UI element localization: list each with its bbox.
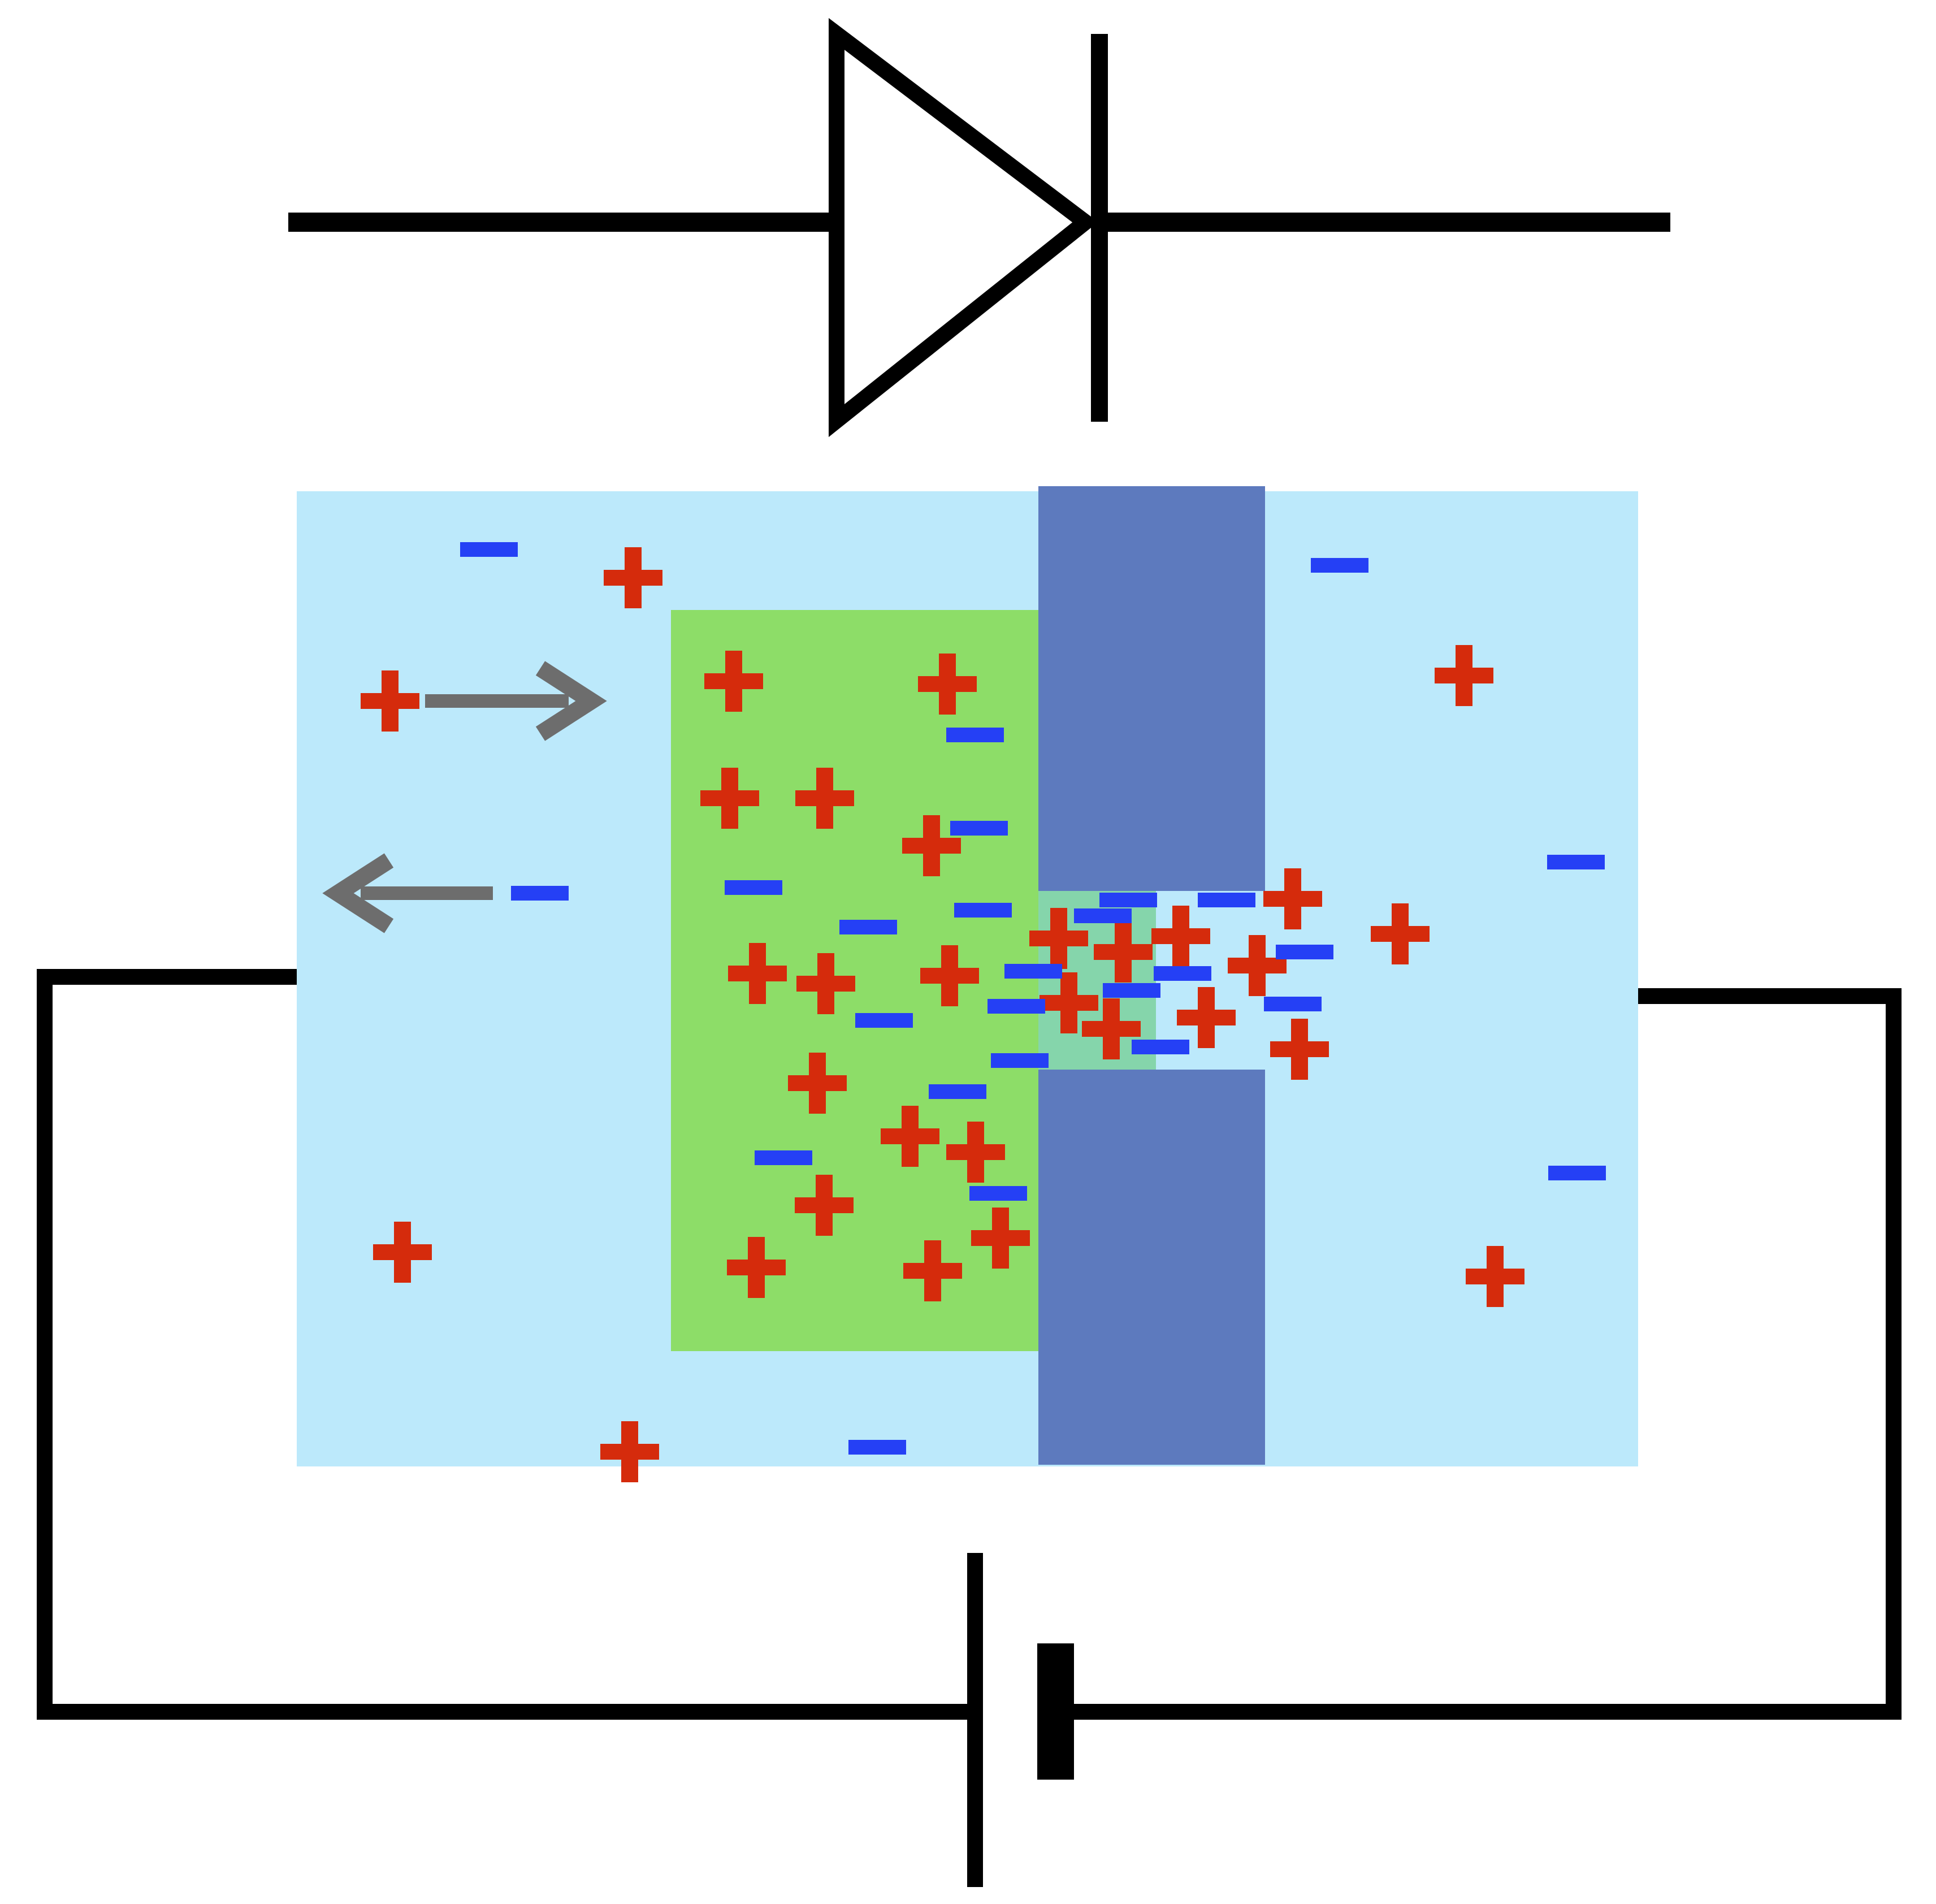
electron-minus-symbol bbox=[848, 1440, 906, 1455]
hole-plus-symbol bbox=[788, 1053, 847, 1114]
electron-minus-symbol bbox=[1264, 997, 1322, 1011]
hole-plus-symbol bbox=[920, 945, 979, 1006]
diode-triangle bbox=[829, 18, 1098, 438]
hole-plus-symbol bbox=[700, 768, 759, 829]
electron-minus-symbol bbox=[950, 821, 1008, 836]
hole-plus-symbol bbox=[971, 1208, 1030, 1269]
electron-minus-symbol bbox=[839, 920, 897, 934]
hole-plus-symbol bbox=[728, 943, 787, 1004]
electron-minus-symbol bbox=[1198, 893, 1255, 907]
hole-plus-symbol bbox=[795, 768, 854, 829]
hole-plus-symbol bbox=[795, 1175, 854, 1236]
electron-minus-symbol bbox=[755, 1150, 812, 1165]
hole-plus-symbol bbox=[1371, 903, 1430, 964]
electron-minus-symbol bbox=[1099, 893, 1157, 907]
electron-minus-symbol bbox=[929, 1084, 986, 1099]
electron-minus-symbol bbox=[954, 903, 1012, 918]
electron-minus-symbol bbox=[1276, 945, 1333, 959]
battery-negative-terminal bbox=[1037, 1643, 1074, 1780]
electron-minus-symbol bbox=[991, 1053, 1049, 1068]
hole-plus-symbol bbox=[1228, 935, 1287, 996]
hole-plus-symbol bbox=[1094, 921, 1153, 983]
electron-minus-symbol bbox=[969, 1186, 1027, 1201]
hole-plus-symbol bbox=[1270, 1019, 1329, 1080]
hole-plus-symbol bbox=[373, 1222, 432, 1283]
hole-plus-symbol bbox=[704, 651, 763, 712]
electron-minus-symbol bbox=[725, 880, 782, 895]
hole-plus-symbol bbox=[1151, 906, 1210, 967]
depletion-bar-bottom bbox=[1038, 1070, 1265, 1465]
hole-plus-symbol bbox=[902, 815, 961, 876]
electron-minus-symbol bbox=[460, 542, 518, 557]
hole-plus-symbol bbox=[604, 547, 662, 608]
hole-plus-symbol bbox=[361, 670, 419, 732]
electron-minus-symbol bbox=[1103, 983, 1160, 998]
hole-plus-symbol bbox=[1029, 908, 1088, 969]
electron-minus-symbol bbox=[1004, 964, 1062, 979]
hole-plus-symbol bbox=[881, 1106, 939, 1167]
hole-plus-symbol bbox=[1177, 987, 1236, 1048]
hole-plus-symbol bbox=[918, 654, 977, 715]
hole-plus-symbol bbox=[1466, 1246, 1524, 1307]
electron-minus-symbol bbox=[1547, 855, 1605, 869]
electron-minus-symbol bbox=[1548, 1166, 1606, 1180]
electron-minus-symbol bbox=[855, 1013, 913, 1028]
hole-plus-symbol bbox=[1435, 645, 1493, 706]
electron-minus-symbol bbox=[1074, 908, 1132, 923]
hole-plus-symbol bbox=[796, 953, 855, 1014]
hole-plus-symbol bbox=[727, 1237, 786, 1298]
hole-plus-symbol bbox=[600, 1421, 659, 1482]
electron-minus-symbol bbox=[988, 999, 1045, 1014]
electron-minus-symbol bbox=[946, 728, 1004, 742]
depletion-bar-top bbox=[1038, 486, 1265, 891]
electron-minus-symbol bbox=[1154, 966, 1211, 981]
electron-minus-symbol bbox=[511, 886, 569, 901]
electron-minus-symbol bbox=[1311, 558, 1368, 573]
hole-plus-symbol bbox=[903, 1240, 962, 1301]
electron-minus-symbol bbox=[1132, 1040, 1189, 1054]
hole-plus-symbol bbox=[946, 1122, 1005, 1183]
hole-plus-symbol bbox=[1263, 868, 1322, 929]
